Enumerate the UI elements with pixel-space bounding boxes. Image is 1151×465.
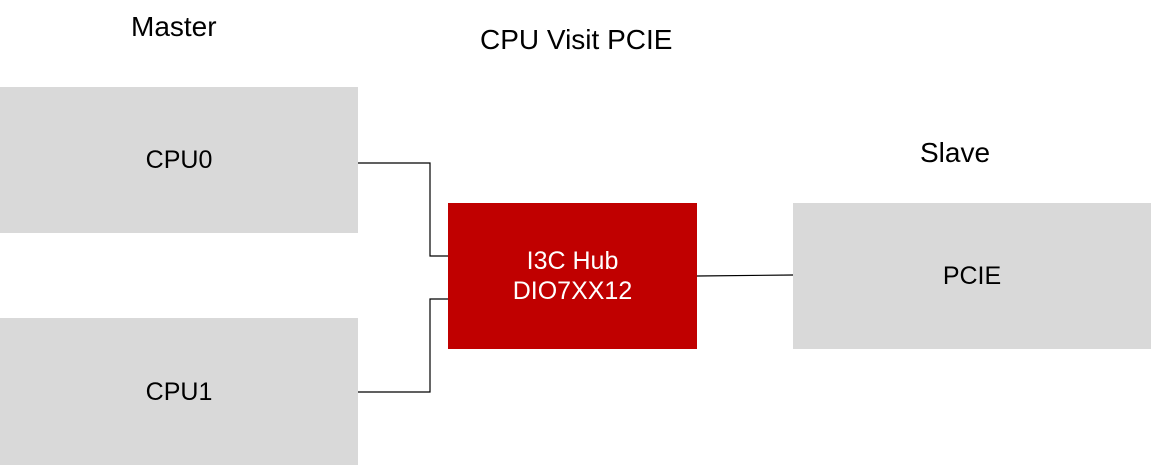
cpu1-label: CPU1 [145,377,213,406]
hub-label-line1: I3C Hub [526,247,619,275]
i3c-hub-node: I3C Hub DIO7XX12 [448,203,697,349]
hub-label-line2: DIO7XX12 [512,277,633,305]
cpu0-node: CPU0 [0,87,358,233]
wire-cpu1-hub [358,298,448,393]
cpu0-label: CPU0 [145,146,213,174]
wire-hub-pcie [696,274,794,277]
master-label: Master [131,11,217,42]
cpu1-node: CPU1 [0,318,358,465]
diagram-title: CPU Visit PCIE [480,24,673,55]
wire-cpu0-hub [358,162,448,257]
pcie-node: PCIE [793,203,1151,349]
pcie-label: PCIE [942,262,1002,290]
slave-label: Slave [920,137,991,168]
